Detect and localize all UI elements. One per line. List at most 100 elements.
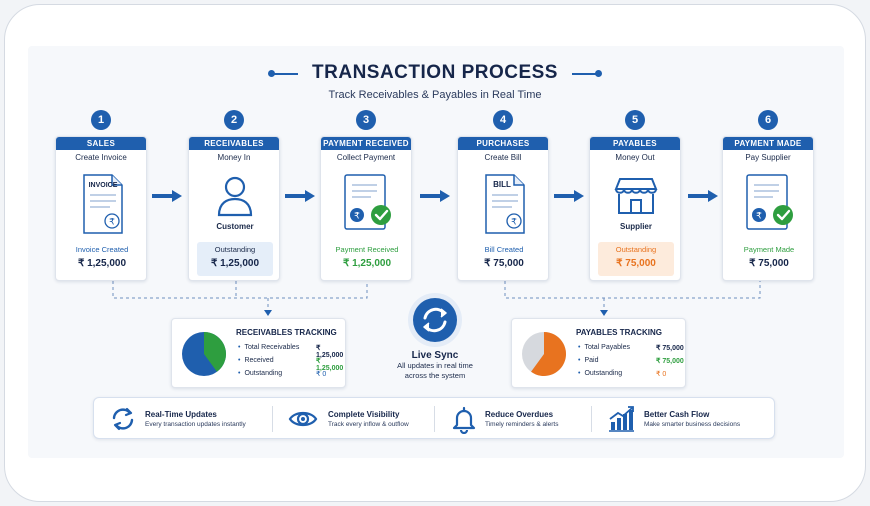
receivables-row-outstanding: Outstanding ₹ 0 [238, 370, 348, 378]
receivables-tracking-card: RECEIVABLES TRACKING Total Receivables₹ … [171, 318, 346, 388]
pie-received-slice [204, 332, 227, 372]
card-amount: ₹ 75,000 [616, 258, 656, 269]
card-subtitle: Money In [217, 153, 251, 162]
step-number-badge: 3 [356, 110, 376, 130]
row-label: Outstanding [578, 370, 622, 377]
benefit-title: Better Cash Flow [644, 410, 710, 419]
benefit-desc: Make smarter business decisions [644, 421, 741, 428]
card-subtitle: Pay Supplier [745, 153, 791, 162]
step-6-number: 6 [722, 110, 814, 130]
invoice-document-icon: INVOICE ₹ [56, 173, 146, 237]
step-card-receivables: RECEIVABLES Money In Customer Outstandin… [188, 136, 280, 281]
title-dot-left [268, 70, 276, 77]
bill-document-icon: BILL ₹ [458, 173, 548, 237]
step-card-payment-made: PAYMENT MADE Pay Supplier ₹ Payment Made… [722, 136, 814, 281]
title-line-left [272, 73, 299, 75]
payables-connector [504, 281, 761, 299]
row-value: ₹ 0 [316, 371, 327, 378]
live-sync-line1: All updates in real time [397, 361, 473, 370]
outstanding-highlight [197, 242, 273, 276]
flow-arrow-icon [152, 190, 182, 202]
benefit-desc: Track every inflow & outflow [328, 421, 409, 428]
step-number-badge: 4 [493, 110, 513, 130]
supplier-label: Supplier [619, 222, 652, 231]
live-sync-line2: across the system [404, 371, 466, 380]
row-value: ₹ 75,000 [656, 358, 684, 365]
step-3-number: 3 [320, 110, 412, 130]
step-card-sales: SALES Create Invoice INVOICE ₹ Invoice C… [55, 136, 147, 281]
benefit-title: Real-Time Updates [145, 410, 217, 419]
customer-label: Customer [216, 222, 254, 231]
card-amount: ₹ 1,25,000 [342, 258, 392, 269]
benefit-divider [272, 406, 273, 432]
pie-paid-slice [531, 332, 566, 376]
card-header: RECEIVABLES [189, 137, 279, 150]
rupee-icon: ₹ [511, 218, 517, 228]
receivables-pie-chart [182, 332, 227, 376]
payables-arrowhead [600, 310, 608, 316]
benefit-divider [591, 406, 592, 432]
outstanding-highlight [598, 242, 674, 276]
benefit-desc: Every transaction updates instantly [145, 421, 246, 428]
card-amount: ₹ 1,25,000 [210, 258, 260, 269]
step-2-number: 2 [188, 110, 280, 130]
step-card-payables: PAYABLES Money Out Supplier Outstanding … [589, 136, 681, 281]
row-label: Total Payables [578, 344, 630, 351]
live-sync-title: Live Sync [411, 350, 459, 361]
row-label: Total Receivables [238, 344, 299, 351]
title-row: TRANSACTION PROCESS [0, 62, 870, 84]
step-4-number: 4 [457, 110, 549, 130]
benefit-reduce-overdues: Reduce Overdues Timely reminders & alert… [449, 398, 589, 440]
benefit-complete-visibility: Complete Visibility Track every inflow &… [288, 398, 438, 440]
title-dot-right [594, 70, 602, 77]
step-number-badge: 2 [224, 110, 244, 130]
row-value: ₹ 75,000 [656, 345, 684, 352]
payables-row-outstanding: Outstanding₹ 0 [578, 370, 688, 378]
receivables-arrowhead [264, 310, 272, 316]
step-number-badge: 6 [758, 110, 778, 130]
payables-row-total: Total Payables ₹ 75,000 [578, 344, 688, 352]
bell-icon [452, 406, 476, 434]
rupee-icon: ₹ [756, 212, 762, 222]
step-number-badge: 1 [91, 110, 111, 130]
page-title-text: TRANSACTION PROCESS [312, 62, 558, 83]
card-subtitle: Create Invoice [75, 153, 127, 162]
row-label: Received [238, 357, 274, 364]
diagram-canvas [28, 46, 844, 458]
payables-tracking-card: PAYABLES TRACKING Total Payables₹ 75,000… [511, 318, 686, 388]
eye-icon [288, 411, 318, 427]
card-header: SALES [56, 137, 146, 150]
step-number-badge: 5 [625, 110, 645, 130]
card-status: Bill Created [484, 245, 524, 254]
flow-arrow-icon [420, 190, 450, 202]
invoice-icon-text: INVOICE [89, 182, 118, 189]
card-amount: ₹ 75,000 [749, 258, 789, 269]
page-subtitle: Track Receivables & Payables in Real Tim… [328, 89, 542, 101]
bill-icon-text: BILL [493, 180, 511, 189]
live-sync: Live Sync All updates in real time acros… [385, 292, 485, 381]
payment-made-check-document-icon: ₹ [723, 173, 813, 237]
step-5-number: 5 [589, 110, 681, 130]
rupee-icon: ₹ [109, 218, 115, 228]
benefit-better-cash-flow: Better Cash Flow Make smarter business d… [606, 398, 771, 440]
customer-user-icon [189, 173, 279, 237]
row-label: Outstanding [238, 370, 282, 377]
page-title: TRANSACTION PROCESS [268, 62, 602, 84]
receivables-tracking-title: RECEIVABLES TRACKING [236, 328, 337, 337]
growth-chart-icon [609, 406, 634, 432]
card-header: PAYMENT RECEIVED [321, 137, 411, 150]
benefit-title: Reduce Overdues [485, 410, 554, 419]
step-card-payment-received: PAYMENT RECEIVED Collect Payment ₹ Payme… [320, 136, 412, 281]
card-amount: ₹ 1,25,000 [77, 258, 127, 269]
card-header: PURCHASES [458, 137, 548, 150]
benefit-divider [434, 406, 435, 432]
card-header: PAYMENT MADE [723, 137, 813, 150]
flow-arrow-icon [688, 190, 718, 202]
title-line-right [571, 73, 598, 75]
flow-arrow-icon [285, 190, 315, 202]
card-status: Invoice Created [75, 245, 129, 254]
flow-arrow-icon [554, 190, 584, 202]
supplier-store-icon [590, 173, 680, 237]
row-value: ₹ 1,25,000 [316, 358, 344, 372]
receivables-row-total: Total Receivables₹ 1,25,000 [238, 344, 348, 359]
